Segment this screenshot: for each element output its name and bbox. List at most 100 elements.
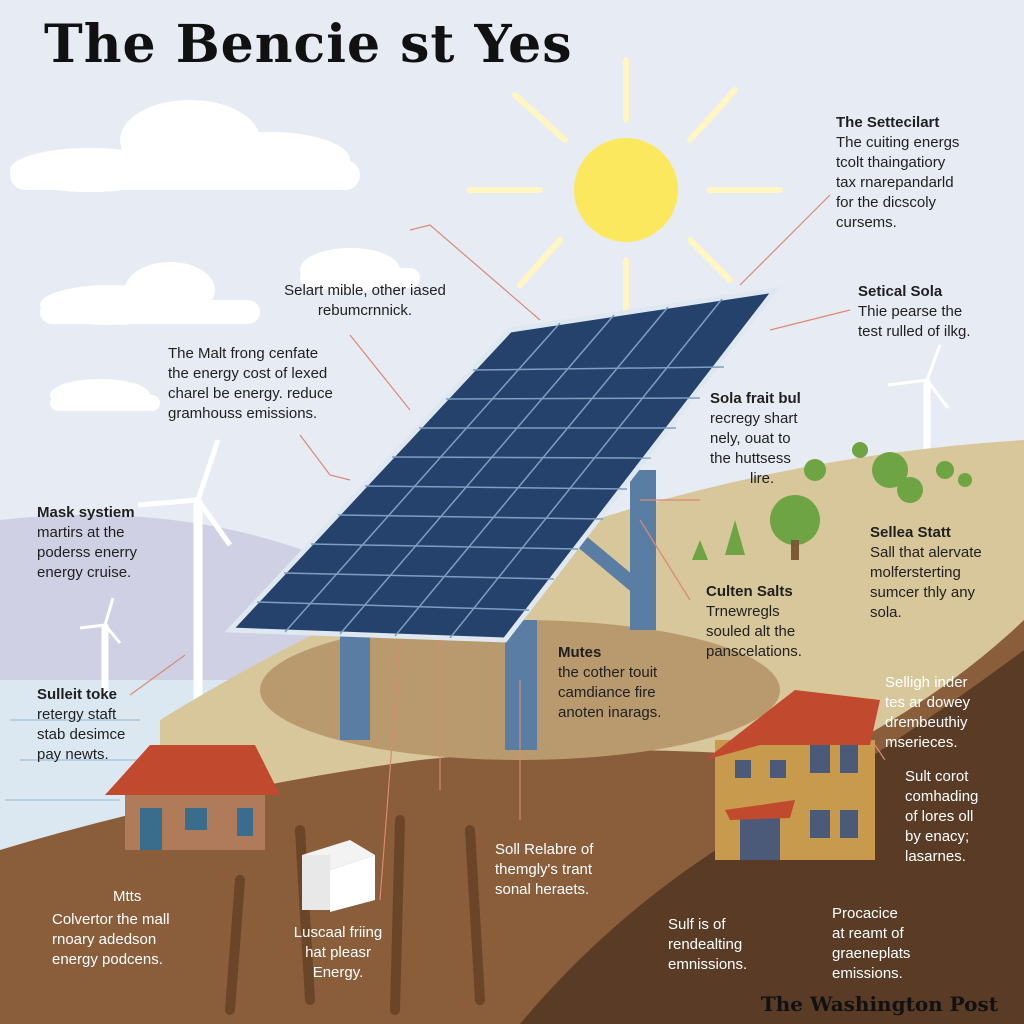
callout-line: poderss enerry bbox=[37, 544, 138, 561]
callout-line: Selligh inder bbox=[885, 674, 968, 691]
callout-line: anoten inarags. bbox=[558, 704, 662, 721]
callout-right-house-mid: Sult corot comhading of lores oll by ena… bbox=[905, 767, 978, 867]
callout-heading: Mask systiem bbox=[37, 504, 135, 521]
callout-line: comhading bbox=[905, 788, 979, 805]
callout-line: rendealting bbox=[668, 936, 743, 953]
callout-right-house-top: Selligh inder tes ar dowey drembeuthiy m… bbox=[885, 673, 970, 753]
callout-sky-center: Selart mible, other iased rebumcrnnick. bbox=[280, 281, 450, 321]
house-left bbox=[105, 745, 280, 850]
callout-line: lasarnes. bbox=[905, 848, 966, 865]
callout-center-hill: Culten Salts Trnewregls souled alt the p… bbox=[706, 582, 802, 662]
house-right bbox=[705, 690, 880, 860]
callout-line: Mtts bbox=[113, 888, 142, 905]
callout-right-hill: Sellea Statt Sall that alervate molferst… bbox=[870, 523, 982, 623]
callout-line: emnissions. bbox=[668, 956, 748, 973]
battery-box bbox=[302, 840, 375, 912]
callout-line: nely, ouat to bbox=[710, 430, 791, 447]
callout-soil-right-2: Procacice at reamt of graeneplats emissi… bbox=[832, 904, 910, 984]
callout-line: Procacice bbox=[832, 905, 898, 922]
callout-line: Trnewregls bbox=[706, 603, 780, 620]
callout-line: gramhouss emissions. bbox=[168, 405, 318, 422]
callout-line: Soll Relabre of bbox=[495, 841, 594, 858]
callout-top-right: The Settecilart The cuiting energs tcolt… bbox=[836, 113, 959, 233]
callout-line: tax rnarepandarld bbox=[836, 174, 954, 191]
callout-line: Selart mible, other iased bbox=[284, 282, 446, 299]
sun bbox=[467, 57, 783, 313]
cloud bbox=[300, 248, 420, 292]
callout-line: Luscaal friing bbox=[293, 924, 383, 941]
callout-line: cursems. bbox=[836, 214, 897, 231]
callout-left-mid: Mask systiem martirs at the poderss ener… bbox=[37, 503, 137, 583]
callout-line: rnoary adedson bbox=[52, 931, 157, 948]
callout-left-sea: Sulleit toke retergy staft stab desimce … bbox=[37, 685, 125, 765]
callout-line: tcolt thaingatiory bbox=[836, 154, 946, 171]
callout-line: drembeuthiy bbox=[885, 714, 968, 731]
callout-line: graeneplats bbox=[832, 945, 911, 962]
mountains bbox=[0, 515, 330, 700]
callout-heading: The Settecilart bbox=[836, 114, 940, 131]
callout-line: Thie pearse the bbox=[858, 303, 963, 320]
callout-line: by enacy; bbox=[905, 828, 970, 845]
callout-heading: Culten Salts bbox=[706, 583, 793, 600]
callout-heading: Sola frait bul bbox=[710, 390, 801, 407]
wind-turbine-icon bbox=[79, 597, 122, 696]
callout-line: tes ar dowey bbox=[885, 694, 971, 711]
callout-heading: Sellea Statt bbox=[870, 524, 951, 541]
callout-line: emissions. bbox=[832, 965, 903, 982]
callout-line: The Malt frong cenfate bbox=[168, 345, 319, 362]
callout-line: recregy shart bbox=[710, 410, 798, 427]
callout-line: hat pleasr bbox=[305, 944, 371, 961]
callout-heading: Sulleit toke bbox=[37, 686, 118, 703]
callout-leader-lines bbox=[129, 194, 886, 901]
callout-line: sonal heraets. bbox=[495, 881, 590, 898]
callout-line: pay newts. bbox=[37, 746, 109, 763]
callout-ground-left: Colvertor the mall rnoary adedson energy… bbox=[52, 910, 170, 970]
callout-line: for the dicscoly bbox=[836, 194, 937, 211]
callout-ground-left-small: Mtts bbox=[113, 887, 141, 907]
callout-right-panel: Sola frait bul recregy shart nely, ouat … bbox=[710, 389, 801, 489]
callout-line: panscelations. bbox=[706, 643, 802, 660]
callout-line: sumcer thly any bbox=[870, 584, 976, 601]
callout-line: Colvertor the mall bbox=[52, 911, 170, 928]
callout-line: mserieces. bbox=[885, 734, 958, 751]
callout-soil-right-1: Sulf is of rendealting emnissions. bbox=[668, 915, 747, 975]
cloud bbox=[40, 262, 260, 325]
callout-right-mid: Setical Sola Thie pearse the test rulled… bbox=[858, 282, 971, 342]
callout-line: the huttsess bbox=[710, 450, 791, 467]
page-title: The Bencie st Yes bbox=[44, 14, 573, 75]
cloud bbox=[50, 379, 160, 411]
callout-line: sola. bbox=[870, 604, 902, 621]
callout-line: retergy staft bbox=[37, 706, 117, 723]
callout-soil-center: Soll Relabre of themgly's trant sonal he… bbox=[495, 840, 593, 900]
soil-roots bbox=[225, 815, 485, 1015]
callout-line: The cuiting energs bbox=[836, 134, 960, 151]
callout-line: charel be energy. reduce bbox=[168, 385, 333, 402]
callout-line: the cother touit bbox=[558, 664, 658, 681]
callout-line: lire. bbox=[750, 470, 775, 487]
callout-line: stab desimce bbox=[37, 726, 126, 743]
callout-line: molfersterting bbox=[870, 564, 961, 581]
callout-line: energy podcens. bbox=[52, 951, 163, 968]
callout-heading: Setical Sola bbox=[858, 283, 943, 300]
cloud bbox=[10, 100, 360, 192]
callout-line: rebumcrnnick. bbox=[317, 302, 413, 319]
solar-panel bbox=[224, 286, 781, 750]
callout-line: at reamt of bbox=[832, 925, 904, 942]
callout-line: Sult corot bbox=[905, 768, 969, 785]
callout-line: Sall that alervate bbox=[870, 544, 982, 561]
callout-line: martirs at the bbox=[37, 524, 125, 541]
publisher-credit: The Washington Post bbox=[760, 992, 998, 1016]
callout-line: energy cruise. bbox=[37, 564, 132, 581]
callout-left-upper: The Malt frong cenfate the energy cost o… bbox=[168, 344, 333, 424]
callout-line: Sulf is of bbox=[668, 916, 726, 933]
callout-line: themgly's trant bbox=[495, 861, 593, 878]
callout-line: the energy cost of lexed bbox=[168, 365, 328, 382]
callout-box: Luscaal friing hat pleasr Energy. bbox=[278, 923, 398, 983]
callout-heading: Mutes bbox=[558, 644, 602, 661]
callout-line: test rulled of ilkg. bbox=[858, 323, 971, 340]
tree-icon bbox=[692, 442, 972, 560]
callout-line: Energy. bbox=[312, 964, 364, 981]
callout-line: souled alt the bbox=[706, 623, 796, 640]
callout-line: camdiance fire bbox=[558, 684, 656, 701]
